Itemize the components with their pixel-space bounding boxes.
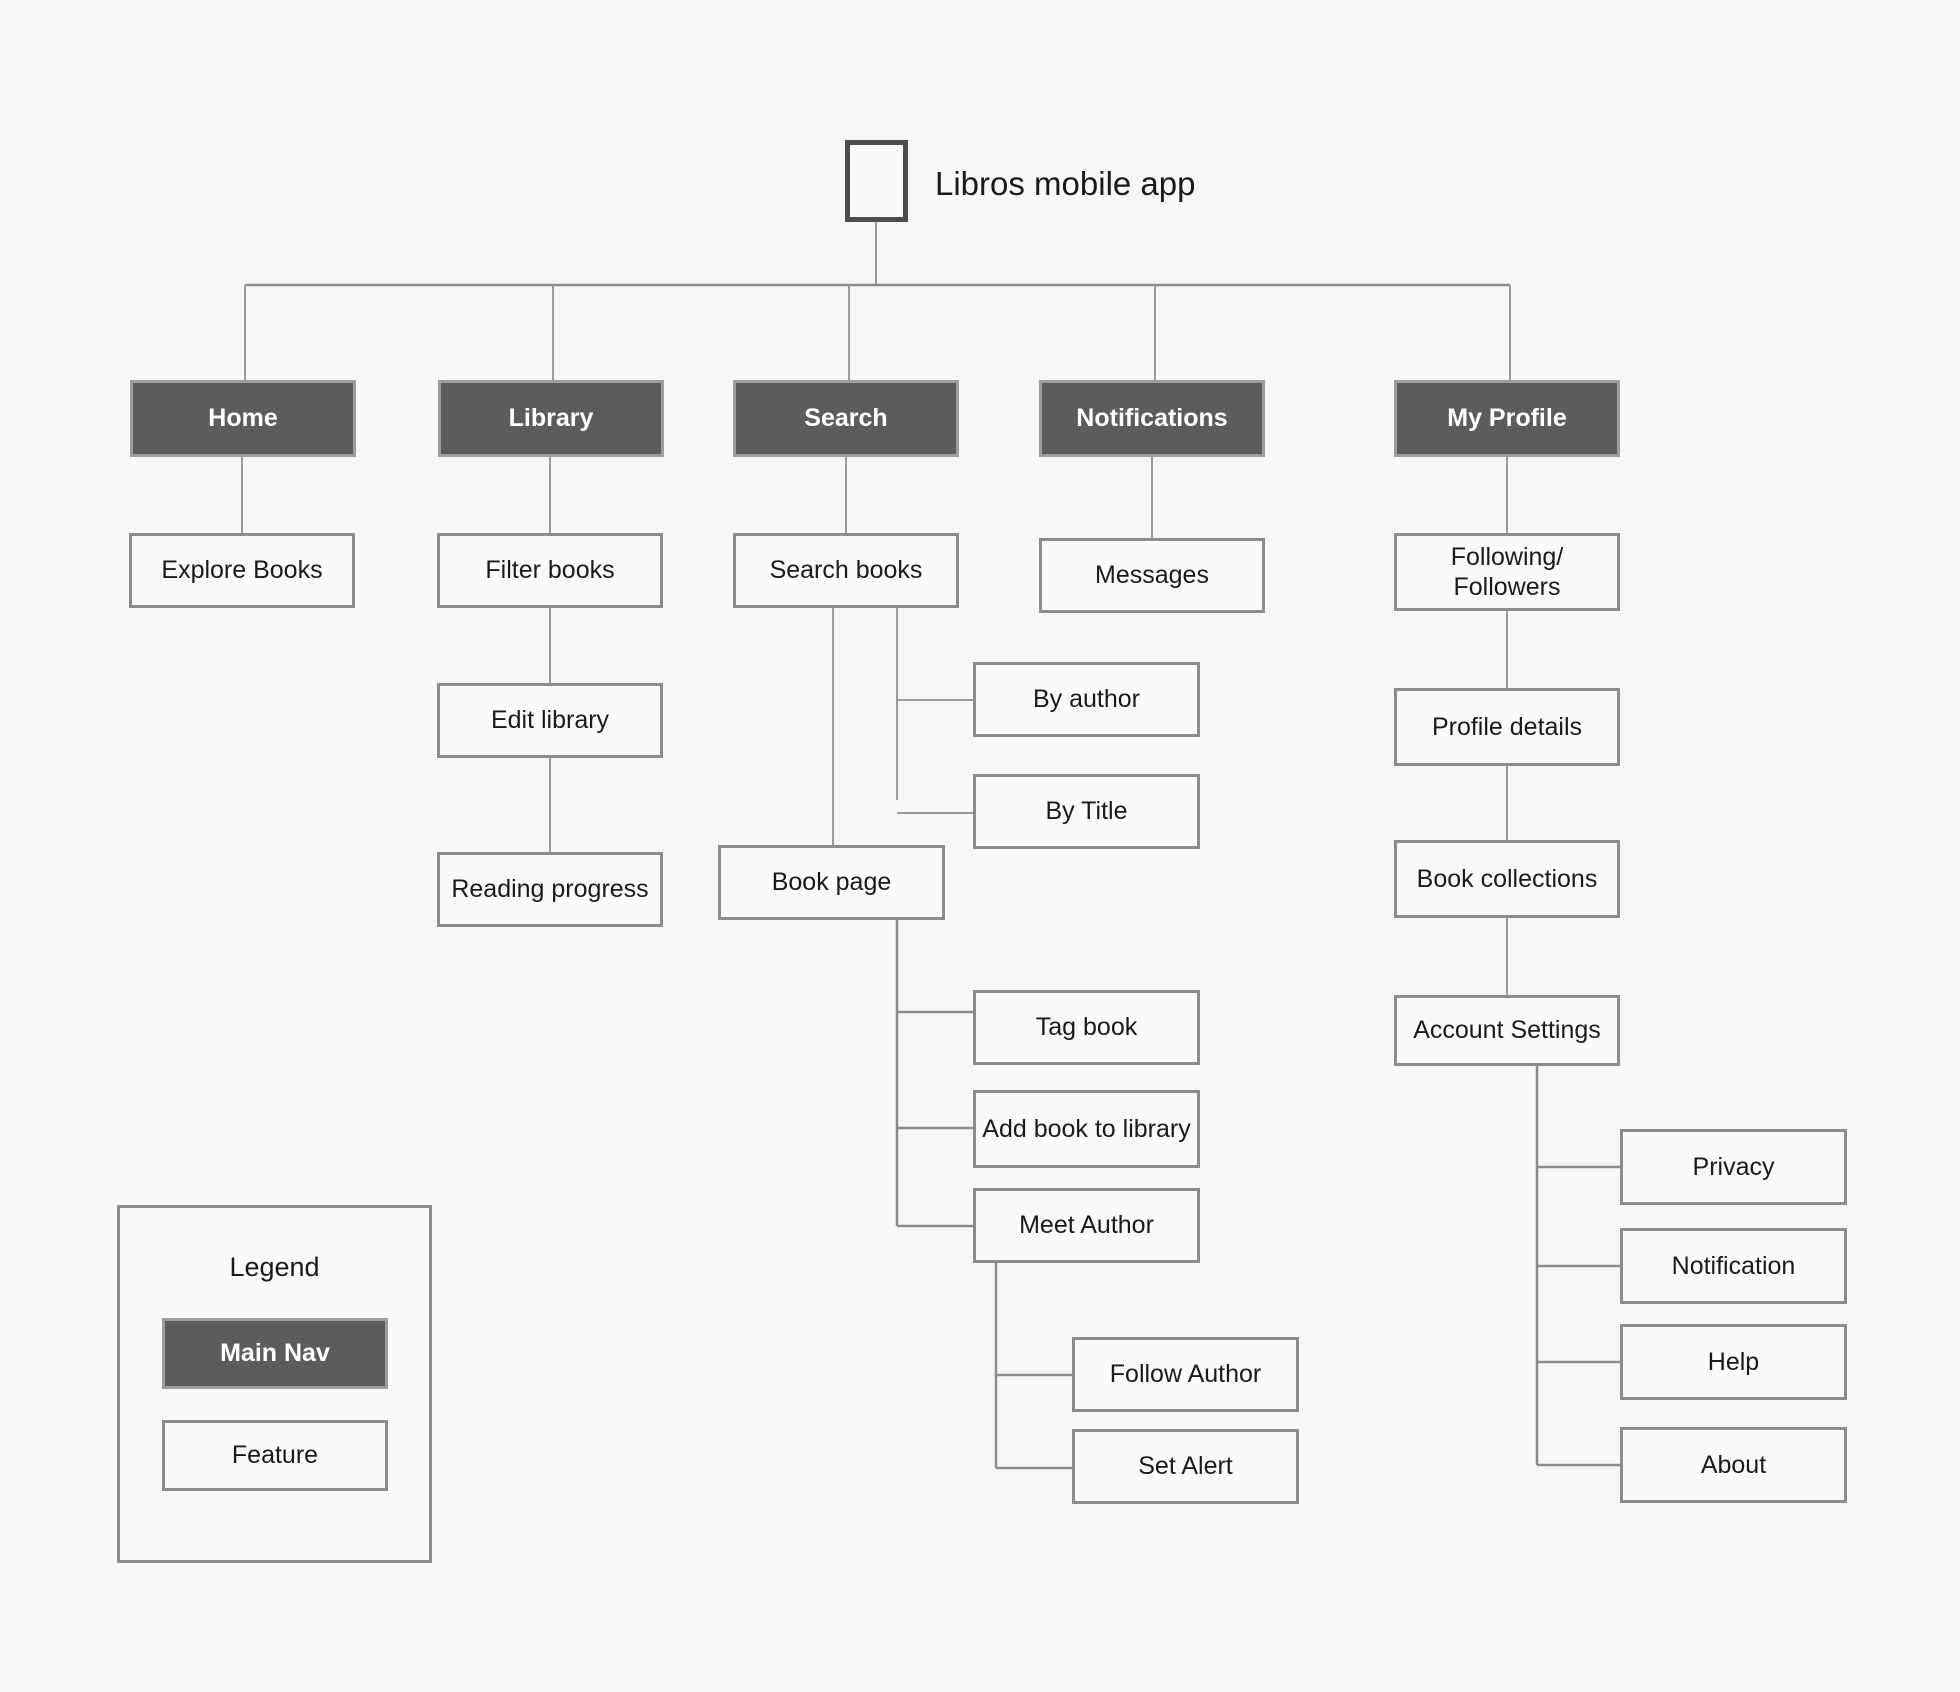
feature-label-edit-library: Edit library	[490, 706, 610, 735]
feature-node-book-collections[interactable]: Book collections	[1394, 840, 1620, 918]
feature-node-book-page[interactable]: Book page	[718, 845, 945, 920]
feature-node-profile-details[interactable]: Profile details	[1394, 688, 1620, 766]
legend-title: Legend	[229, 1252, 320, 1282]
feature-node-edit-library[interactable]: Edit library	[437, 683, 663, 758]
feature-node-following-followers[interactable]: Following/ Followers	[1394, 533, 1620, 611]
feature-node-account-settings[interactable]: Account Settings	[1394, 995, 1620, 1066]
feature-label-search-books: Search books	[769, 556, 923, 585]
nav-node-search[interactable]: Search	[733, 380, 959, 457]
feature-node-add-book-to-library[interactable]: Add book to library	[973, 1090, 1200, 1168]
nav-label-my-profile: My Profile	[1447, 404, 1567, 433]
root-app-frame-icon	[845, 140, 908, 222]
feature-node-reading-progress[interactable]: Reading progress	[437, 852, 663, 927]
feature-label-privacy: Privacy	[1692, 1152, 1775, 1181]
feature-node-notification[interactable]: Notification	[1620, 1228, 1847, 1304]
feature-label-reading-progress: Reading progress	[451, 875, 649, 904]
page-title: Libros mobile app	[935, 165, 1196, 202]
legend-swatch-main-nav: Main Nav	[162, 1318, 388, 1389]
feature-node-explore-books[interactable]: Explore Books	[129, 533, 355, 608]
feature-node-filter-books[interactable]: Filter books	[437, 533, 663, 608]
nav-node-home[interactable]: Home	[130, 380, 356, 457]
feature-label-filter-books: Filter books	[485, 556, 615, 585]
nav-node-my-profile[interactable]: My Profile	[1394, 380, 1620, 457]
feature-label-set-alert: Set Alert	[1138, 1452, 1233, 1481]
nav-label-library: Library	[508, 404, 594, 433]
feature-label-add-book-to-library: Add book to library	[982, 1114, 1191, 1143]
feature-label-by-author: By author	[1032, 685, 1140, 714]
feature-label-book-page: Book page	[771, 868, 892, 897]
feature-node-help[interactable]: Help	[1620, 1324, 1847, 1400]
legend-label-main-nav: Main Nav	[220, 1339, 330, 1368]
legend-swatch-feature: Feature	[162, 1420, 388, 1491]
feature-node-messages[interactable]: Messages	[1039, 538, 1265, 613]
feature-label-follow-author: Follow Author	[1109, 1360, 1262, 1389]
feature-node-by-title[interactable]: By Title	[973, 774, 1200, 849]
legend-label-feature: Feature	[231, 1441, 319, 1470]
feature-label-account-settings: Account Settings	[1413, 1016, 1601, 1045]
feature-label-by-title: By Title	[1045, 797, 1128, 826]
feature-node-tag-book[interactable]: Tag book	[973, 990, 1200, 1065]
feature-node-search-books[interactable]: Search books	[733, 533, 959, 608]
feature-label-help: Help	[1707, 1347, 1760, 1376]
feature-label-tag-book: Tag book	[1035, 1013, 1138, 1042]
nav-label-notifications: Notifications	[1076, 404, 1228, 433]
feature-node-about[interactable]: About	[1620, 1427, 1847, 1503]
feature-label-following-followers: Following/ Followers	[1450, 542, 1564, 602]
feature-label-explore-books: Explore Books	[161, 556, 323, 585]
feature-label-about: About	[1700, 1450, 1767, 1479]
feature-label-notification: Notification	[1671, 1251, 1796, 1280]
feature-label-profile-details: Profile details	[1431, 712, 1583, 741]
nav-node-notifications[interactable]: Notifications	[1039, 380, 1265, 457]
feature-node-follow-author[interactable]: Follow Author	[1072, 1337, 1299, 1412]
nav-node-library[interactable]: Library	[438, 380, 664, 457]
feature-label-book-collections: Book collections	[1416, 864, 1598, 893]
feature-node-privacy[interactable]: Privacy	[1620, 1129, 1847, 1205]
nav-label-search: Search	[804, 404, 888, 433]
feature-label-messages: Messages	[1095, 561, 1209, 590]
feature-node-meet-author[interactable]: Meet Author	[973, 1188, 1200, 1263]
nav-label-home: Home	[208, 404, 278, 433]
feature-node-by-author[interactable]: By author	[973, 662, 1200, 737]
feature-label-meet-author: Meet Author	[1019, 1211, 1154, 1240]
feature-node-set-alert[interactable]: Set Alert	[1072, 1429, 1299, 1504]
